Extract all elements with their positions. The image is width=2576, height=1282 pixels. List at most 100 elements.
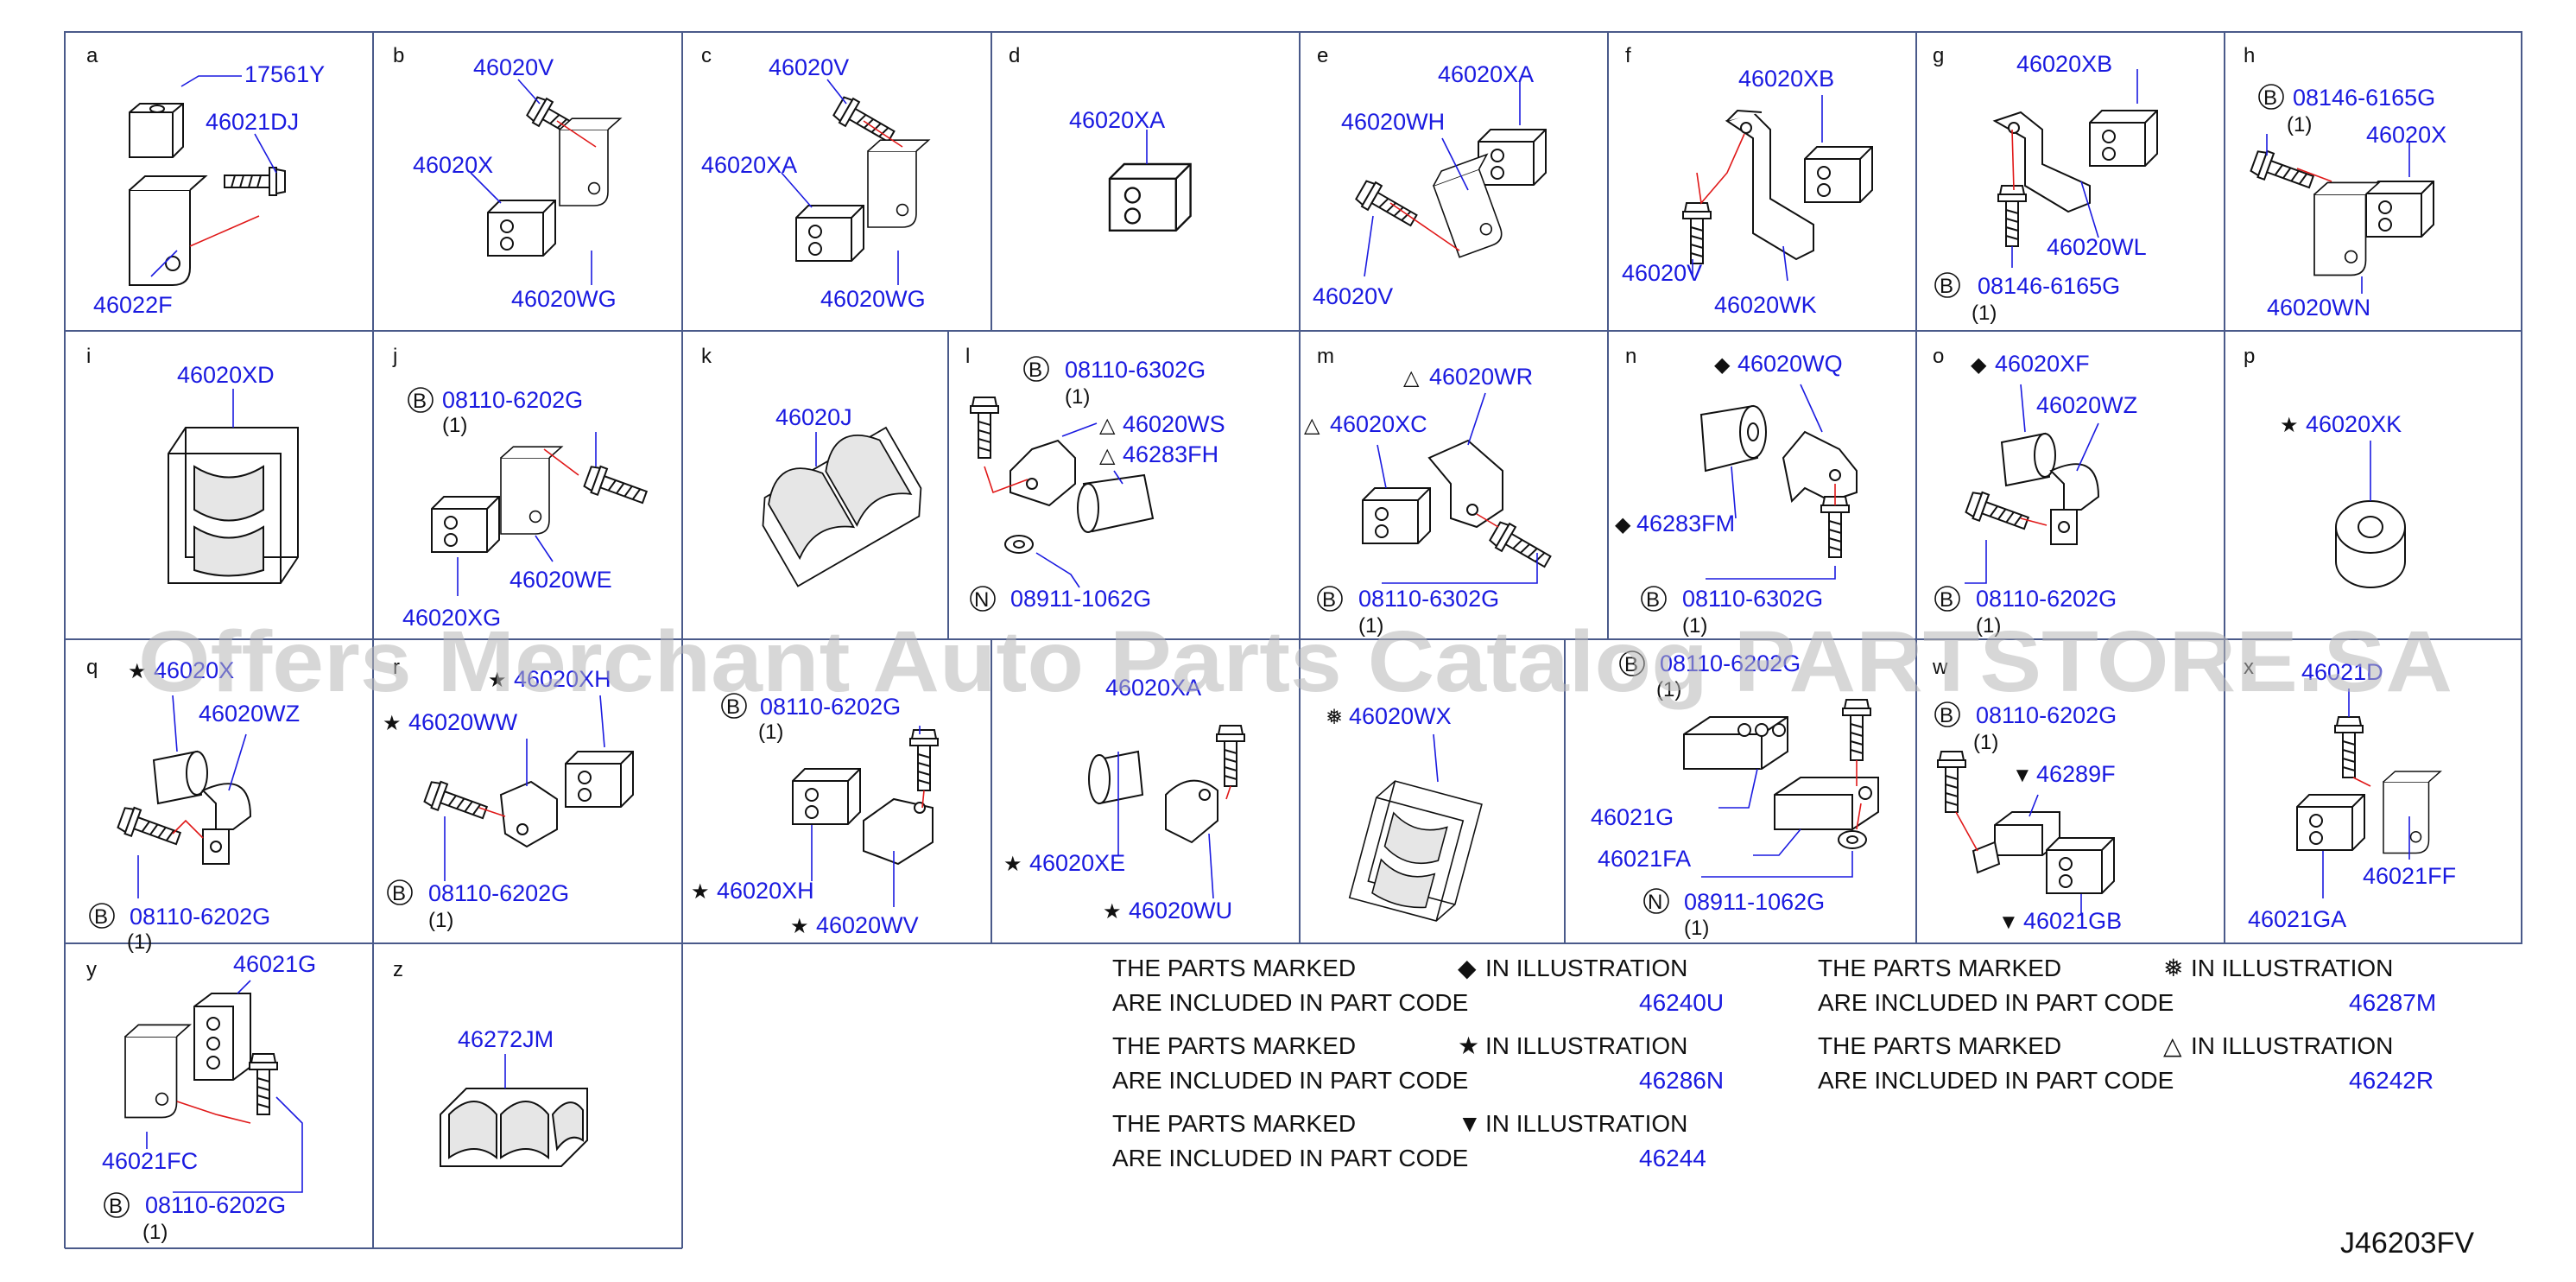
cell-p: p ★ 46020XK — [2244, 345, 2406, 588]
part-label: 46020XB — [2016, 51, 2112, 77]
part-label: 46020XG — [402, 605, 501, 631]
part-label: 46020WW — [408, 709, 518, 735]
part-label: 46021FF — [2363, 863, 2456, 889]
part-label: 46020WH — [1341, 109, 1445, 135]
bolt-shape — [1937, 751, 1966, 813]
part-label: 46022F — [93, 292, 173, 318]
bolt-symbol: B — [109, 1195, 123, 1218]
part-label: 46020V — [769, 54, 849, 80]
part-label: 46021GA — [2248, 906, 2346, 932]
bolt-symbol: B — [94, 905, 108, 929]
cell-z: z 46272JM — [393, 958, 588, 1167]
part-label: 08146-6165G — [1978, 273, 2120, 299]
note-line2: ARE INCLUDED IN PART CODE — [1818, 1067, 2174, 1094]
bracket-shape — [559, 117, 622, 206]
cell-letter: y — [86, 958, 97, 981]
bushing-shape — [1804, 146, 1873, 203]
cell-n: n ◆ 46020WQ ◆ 46283FM B 08110-6302G (1) — [1615, 345, 1858, 638]
part-label: 46020WX — [1349, 703, 1452, 729]
cell-letter: j — [392, 345, 397, 368]
bolt-symbol: B — [1646, 588, 1660, 612]
cell-letter: p — [2244, 345, 2255, 368]
bushing-shape — [2046, 837, 2115, 894]
grommet-shape — [1077, 473, 1155, 533]
part-label: 08110-6202G — [760, 694, 901, 720]
cell-f: f 46020XB 46020V 46020WK — [1622, 44, 1873, 318]
tri-up-symbol: △ — [1099, 444, 1116, 467]
bracket-shape — [863, 797, 934, 866]
bracket-shape — [499, 780, 558, 848]
bracket-shape — [1992, 111, 2091, 213]
part-label: 46021G — [233, 951, 316, 977]
bolt-shape — [1997, 185, 2027, 247]
bolt-symbol: B — [1940, 275, 1953, 298]
bracket-shape — [1782, 430, 1858, 504]
part-label: 46021GB — [2023, 908, 2122, 934]
bracket-shape — [2049, 463, 2100, 545]
cell-m: m △ 46020WR △ 46020XC B 08110-6302G (1) — [1304, 345, 1555, 638]
part-label: 08110-6202G — [1976, 586, 2117, 612]
quantity: (1) — [1972, 301, 1997, 325]
bolt-symbol: B — [1940, 704, 1953, 727]
cell-letter: d — [1009, 44, 1020, 67]
note-tri-up: THE PARTS MARKED △ IN ILLUSTRATION ARE I… — [1818, 1032, 2434, 1094]
part-label: 46020XF — [1995, 351, 2090, 377]
cell-a: a 17561Y 46021DJ 46022F — [86, 44, 325, 318]
part-label: 46020WU — [1129, 898, 1232, 923]
quantity: (1) — [2287, 113, 2312, 136]
clip-shape — [440, 1088, 588, 1167]
cell-o: o ◆ 46020XF 46020WZ B 08110-6202G (1) — [1933, 345, 2137, 638]
star-symbol: ★ — [790, 915, 809, 938]
quantity: (1) — [127, 930, 152, 954]
part-label: 46020WG — [820, 286, 926, 312]
bolt-shape — [1353, 177, 1421, 233]
bolt-shape — [422, 777, 491, 827]
snow-symbol: ❅ — [1326, 706, 1343, 729]
cell-letter: g — [1933, 44, 1944, 67]
bushing-shape — [1108, 162, 1192, 232]
cell-i: i 46020XD — [86, 345, 299, 584]
part-label: 46021D — [2301, 659, 2383, 685]
part-label: 08110-6202G — [130, 904, 270, 930]
note-symbol: ◆ — [1458, 955, 1477, 981]
grommet-shape — [2000, 432, 2056, 487]
cell-q: q ★ 46020X 46020WZ B 08110-6202G (1) — [86, 656, 300, 954]
part-label: 08110-6202G — [145, 1192, 286, 1218]
part-label: 46020WK — [1714, 292, 1817, 318]
bracket-shape — [500, 446, 563, 535]
tri-down-symbol: ▼ — [2012, 764, 2033, 787]
note-code: 46244 — [1639, 1145, 1706, 1171]
washer-shape — [1004, 535, 1034, 554]
bushing-shape — [2089, 110, 2158, 167]
star-symbol: ★ — [128, 660, 147, 683]
part-label: 46020X — [2366, 122, 2446, 148]
tri-down-symbol: ▼ — [1998, 911, 2019, 934]
cell-e: e 46020XA 46020WH 46020V — [1313, 44, 1547, 309]
part-label: 08110-6202G — [1660, 651, 1801, 676]
bracket-shape — [1972, 811, 2060, 874]
bolt-shape — [1682, 202, 1712, 264]
quantity: (1) — [428, 909, 453, 932]
part-label: 46020XA — [1105, 675, 1201, 701]
cell-u: ❅ 46020WX — [1326, 703, 1483, 925]
note-tail: IN ILLUSTRATION — [1485, 1032, 1687, 1059]
bolt-symbol: B — [1029, 359, 1042, 382]
bolt-shape — [1964, 488, 2032, 537]
part-label: 17561Y — [244, 61, 325, 87]
quantity: (1) — [1682, 614, 1707, 638]
bolt-shape — [970, 397, 999, 459]
cell-letter: l — [965, 345, 970, 368]
cell-v: B 08110-6202G (1) 46021G 46021FA N 08911… — [1591, 651, 1879, 940]
clip-shape — [1348, 777, 1483, 925]
note-line1: THE PARTS MARKED — [1112, 1110, 1356, 1137]
clip-shape — [168, 427, 299, 584]
diamond-symbol: ◆ — [1971, 353, 1987, 377]
cell-letter: k — [701, 345, 712, 368]
cell-letter: a — [86, 44, 98, 67]
quantity: (1) — [1358, 614, 1383, 638]
bushing-shape — [1683, 716, 1788, 770]
quantity: (1) — [1976, 614, 2001, 638]
note-line1: THE PARTS MARKED — [1818, 1032, 2061, 1059]
part-label: 46021DJ — [206, 109, 299, 135]
